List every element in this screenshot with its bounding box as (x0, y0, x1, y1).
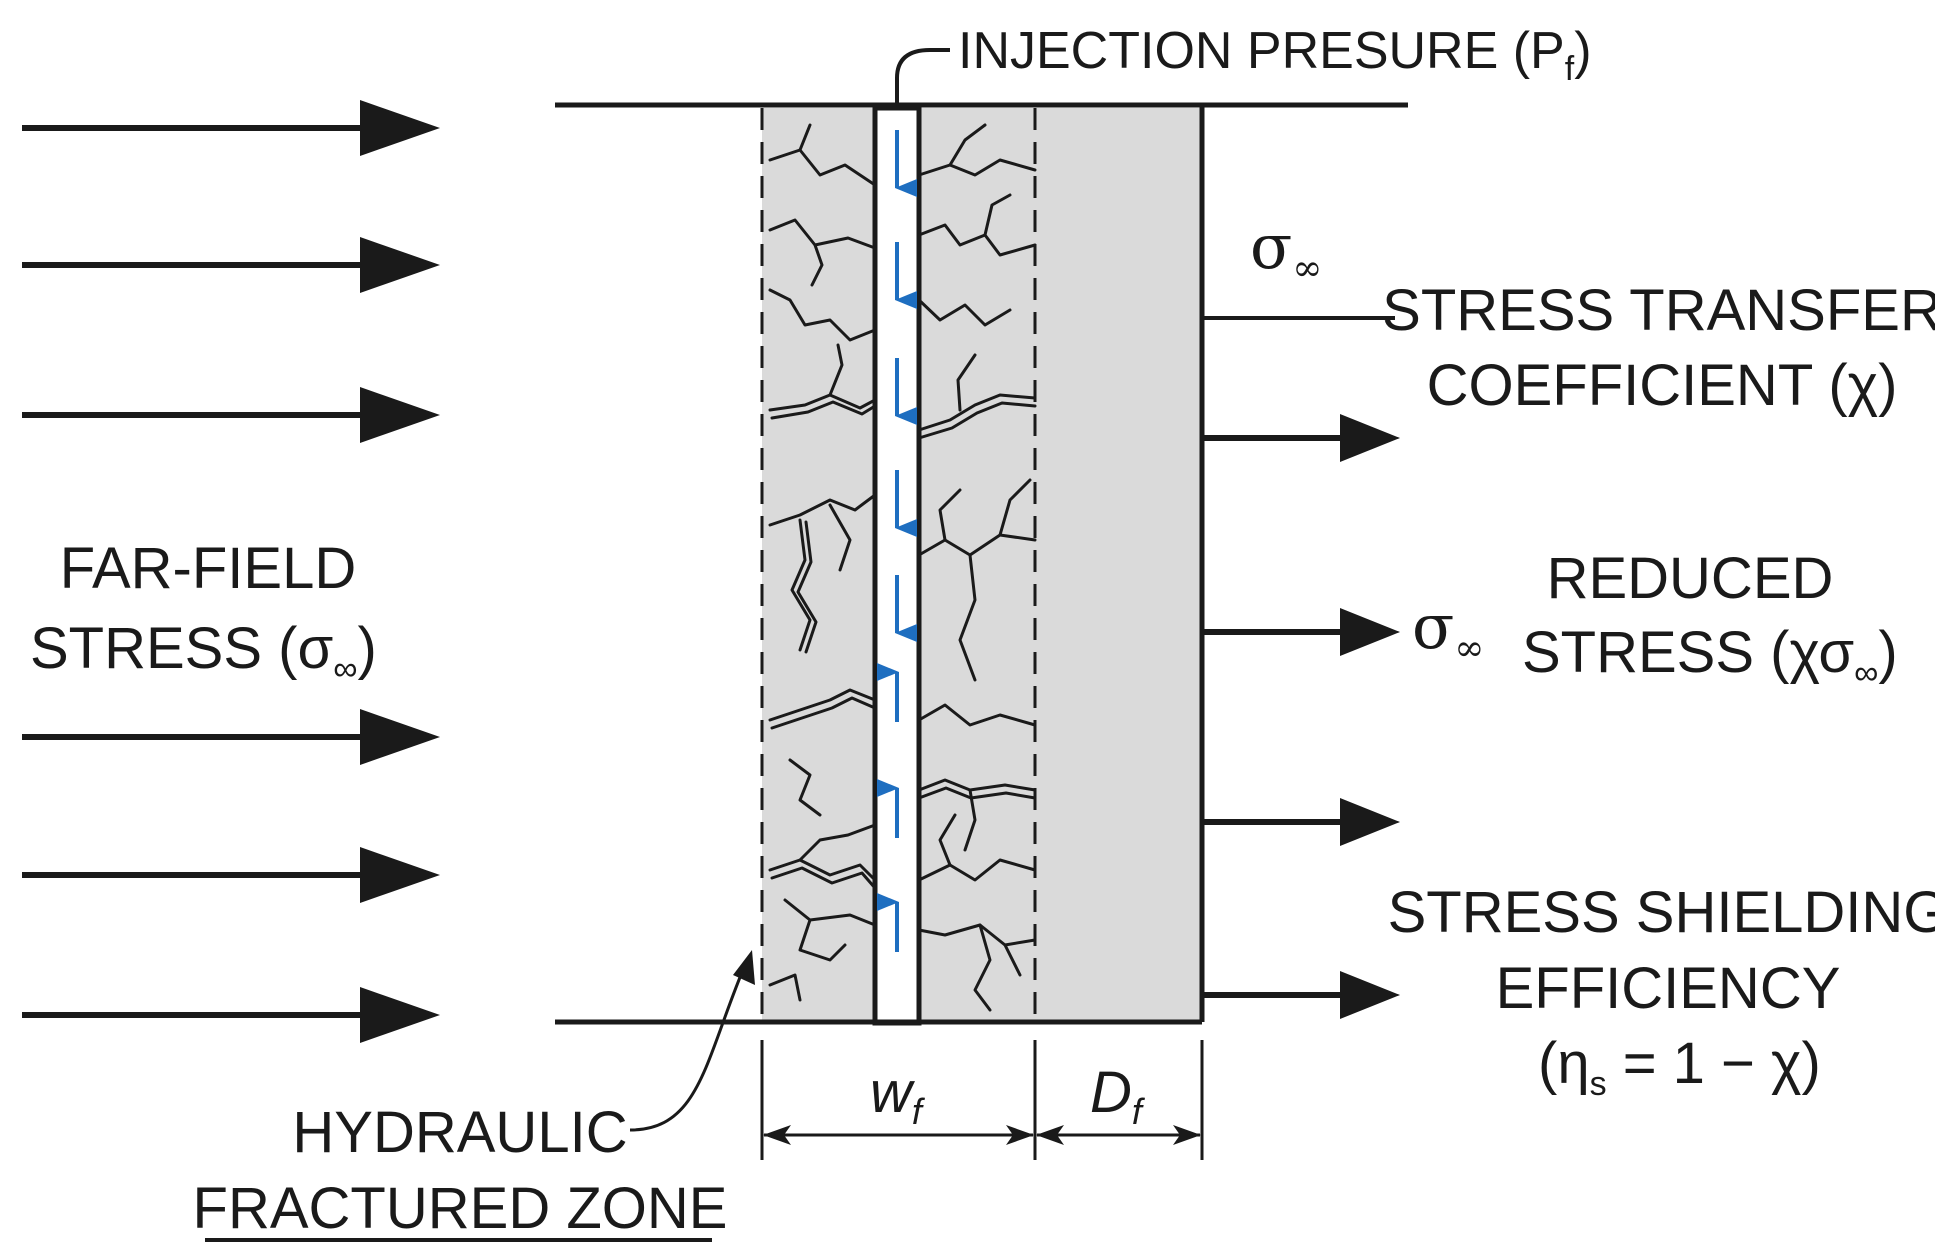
hydraulic-leader-arrowhead (733, 950, 755, 985)
fracture-cracks (768, 123, 1037, 1012)
zone-boundaries (555, 102, 1408, 1025)
dim-d-label-bg (1082, 1068, 1160, 1124)
transmitted-arrow (1202, 971, 1400, 1019)
dimension-lines (760, 1040, 1204, 1160)
sigma-infinity-top: σ∞ (1250, 210, 1322, 289)
injection-pressure-label: INJECTION PRESURE (Pf) (958, 22, 1592, 88)
shielding-label-line3: (ηs = 1 − χ) (1538, 1031, 1821, 1103)
zone-fill (762, 108, 1202, 1023)
far-field-arrow (22, 847, 440, 903)
far-field-arrow (22, 237, 440, 293)
reduced-stress-label-line2: STRESS (χσ∞) (1522, 620, 1898, 692)
far-field-arrow (22, 387, 440, 443)
transmitted-stress-arrows (1202, 414, 1400, 1019)
shielding-label-line1: STRESS SHIELDING (1388, 880, 1935, 945)
stress-transfer-label-line1: STRESS TRANSFER (1382, 278, 1935, 343)
shielding-label-line2: EFFICIENCY (1496, 956, 1841, 1021)
stress-transfer-label-line2: COEFFICIENT (χ) (1427, 353, 1898, 418)
far-field-arrow (22, 100, 440, 156)
reduced-stress-label-line1: REDUCED (1547, 546, 1834, 611)
injection-leader-line (895, 48, 950, 105)
far-field-label-line1: FAR-FIELD (60, 536, 357, 601)
hydraulic-leader-line (629, 964, 747, 1132)
far-field-arrows (22, 100, 440, 1043)
far-field-arrow (22, 709, 440, 765)
transmitted-arrow (1202, 414, 1400, 462)
sigma-infinity-mid: σ∞ (1412, 590, 1484, 669)
far-field-arrow (22, 987, 440, 1043)
transmitted-arrow (1202, 798, 1400, 846)
far-field-label-line2: STRESS (σ∞) (30, 616, 377, 688)
transmitted-arrow (1202, 608, 1400, 656)
fractured-zone (762, 105, 1202, 1026)
hydraulic-label-line2: FRACTURED ZONE (193, 1176, 728, 1241)
dim-w-label-bg (862, 1068, 942, 1124)
hydraulic-label-line1: HYDRAULIC (292, 1100, 627, 1165)
